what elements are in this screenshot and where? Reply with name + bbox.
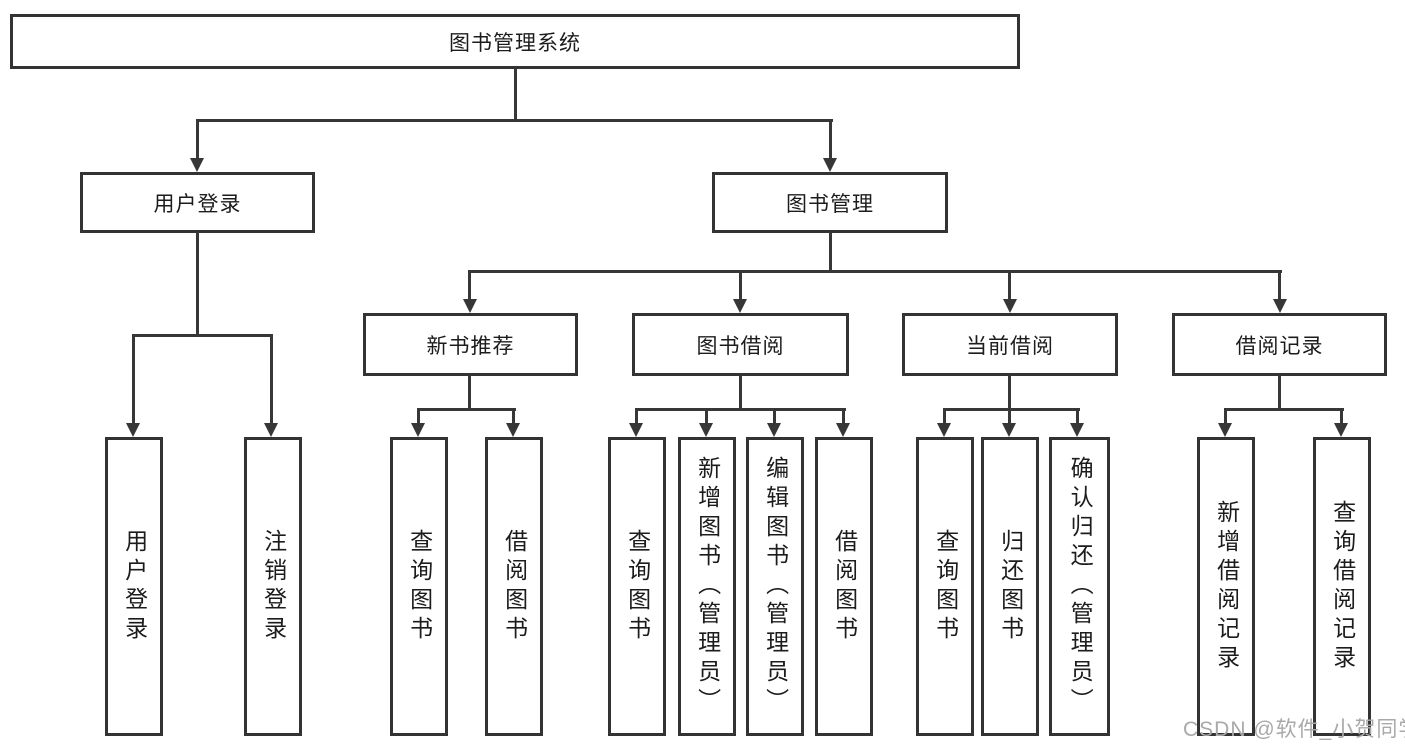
connector-line <box>1340 408 1343 425</box>
arrow-down-icon <box>767 423 781 437</box>
connector-line <box>1008 408 1011 425</box>
connector-line <box>270 334 273 425</box>
connector-line <box>705 408 708 425</box>
node-user-login: 用户登录 <box>80 172 315 233</box>
leaf-confirm-return-admin: 确认归还（管理员） <box>1049 437 1110 736</box>
arrow-down-icon <box>1218 423 1232 437</box>
connector-line <box>417 408 420 425</box>
connector-line <box>417 408 516 411</box>
leaf-label: 借阅图书 <box>831 528 858 645</box>
arrow-down-icon <box>733 299 747 313</box>
leaf-edit-book-admin: 编辑图书（管理员） <box>746 437 804 736</box>
connector-line <box>1008 270 1011 301</box>
leaf-label: 查询图书 <box>624 528 651 645</box>
connector-line <box>512 408 515 425</box>
leaf-label: 新增图书（管理员） <box>694 456 721 717</box>
node-borrow-records: 借阅记录 <box>1172 313 1387 376</box>
arrow-down-icon <box>126 423 140 437</box>
arrow-down-icon <box>823 158 837 172</box>
arrow-down-icon <box>1273 299 1287 313</box>
arrow-down-icon <box>264 423 278 437</box>
connector-line <box>943 408 946 425</box>
node-root: 图书管理系统 <box>10 14 1020 69</box>
leaf-label: 编辑图书（管理员） <box>762 456 789 717</box>
leaf-add-book-admin: 新增图书（管理员） <box>678 437 736 736</box>
connector-line <box>469 270 1282 273</box>
node-label: 新书推荐 <box>426 334 515 358</box>
leaf-query-borrow-record: 查询借阅记录 <box>1313 437 1371 736</box>
connector-line <box>635 408 638 425</box>
leaf-label: 查询图书 <box>406 528 433 645</box>
arrow-down-icon <box>937 423 951 437</box>
connector-line <box>842 408 845 425</box>
leaf-query-books-1: 查询图书 <box>390 437 448 736</box>
connector-line <box>829 119 832 160</box>
arrow-down-icon <box>1070 423 1084 437</box>
connector-line <box>1076 408 1079 425</box>
connector-line <box>514 68 517 121</box>
connector-line <box>468 270 471 301</box>
connector-line <box>1008 375 1011 410</box>
arrow-down-icon <box>1003 299 1017 313</box>
connector-line <box>943 408 1080 411</box>
leaf-label: 用户登录 <box>121 528 148 645</box>
leaf-label: 新增借阅记录 <box>1213 499 1240 674</box>
leaf-borrow-books-1: 借阅图书 <box>485 437 543 736</box>
connector-line <box>773 408 776 425</box>
leaf-logout: 注销登录 <box>244 437 302 736</box>
node-label: 图书借阅 <box>696 334 785 358</box>
node-current-borrow: 当前借阅 <box>902 313 1118 376</box>
connector-line <box>132 334 273 337</box>
node-label: 用户登录 <box>153 192 242 216</box>
node-book-borrow: 图书借阅 <box>632 313 849 376</box>
watermark-text: CSDN @软件_小贺同学 <box>1183 718 1405 741</box>
leaf-label: 查询借阅记录 <box>1329 499 1356 674</box>
leaf-user-login: 用户登录 <box>105 437 163 736</box>
connector-line <box>739 375 742 410</box>
connector-line <box>468 375 471 410</box>
leaf-label: 查询图书 <box>932 528 959 645</box>
node-label: 图书管理 <box>786 192 874 216</box>
leaf-return-book: 归还图书 <box>981 437 1039 736</box>
arrow-down-icon <box>506 423 520 437</box>
arrow-down-icon <box>1334 423 1348 437</box>
connector-line <box>1224 408 1227 425</box>
connector-line <box>1278 375 1281 410</box>
node-root-label: 图书管理系统 <box>449 31 581 55</box>
connector-line <box>635 408 846 411</box>
connector-line <box>739 270 742 301</box>
leaf-query-books-3: 查询图书 <box>916 437 974 736</box>
arrow-down-icon <box>190 158 204 172</box>
arrow-down-icon <box>629 423 643 437</box>
leaf-label: 确认归还（管理员） <box>1067 456 1094 717</box>
leaf-label: 归还图书 <box>997 528 1024 645</box>
leaf-add-borrow-record: 新增借阅记录 <box>1197 437 1255 736</box>
leaf-label: 注销登录 <box>260 528 287 645</box>
leaf-borrow-books-2: 借阅图书 <box>815 437 873 736</box>
connector-line <box>196 119 833 122</box>
arrow-down-icon <box>699 423 713 437</box>
leaf-query-books-2: 查询图书 <box>608 437 666 736</box>
node-new-book-recommend: 新书推荐 <box>363 313 578 376</box>
node-book-management: 图书管理 <box>712 172 948 233</box>
connector-line <box>829 232 832 273</box>
arrow-down-icon <box>411 423 425 437</box>
connector-line <box>196 232 199 337</box>
connector-line <box>196 119 199 160</box>
arrow-down-icon <box>463 299 477 313</box>
node-label: 借阅记录 <box>1235 334 1324 358</box>
leaf-label: 借阅图书 <box>501 528 528 645</box>
arrow-down-icon <box>1002 423 1016 437</box>
connector-line <box>1224 408 1344 411</box>
connector-line <box>1278 270 1281 301</box>
node-label: 当前借阅 <box>966 334 1054 358</box>
arrow-down-icon <box>836 423 850 437</box>
connector-line <box>132 334 135 425</box>
